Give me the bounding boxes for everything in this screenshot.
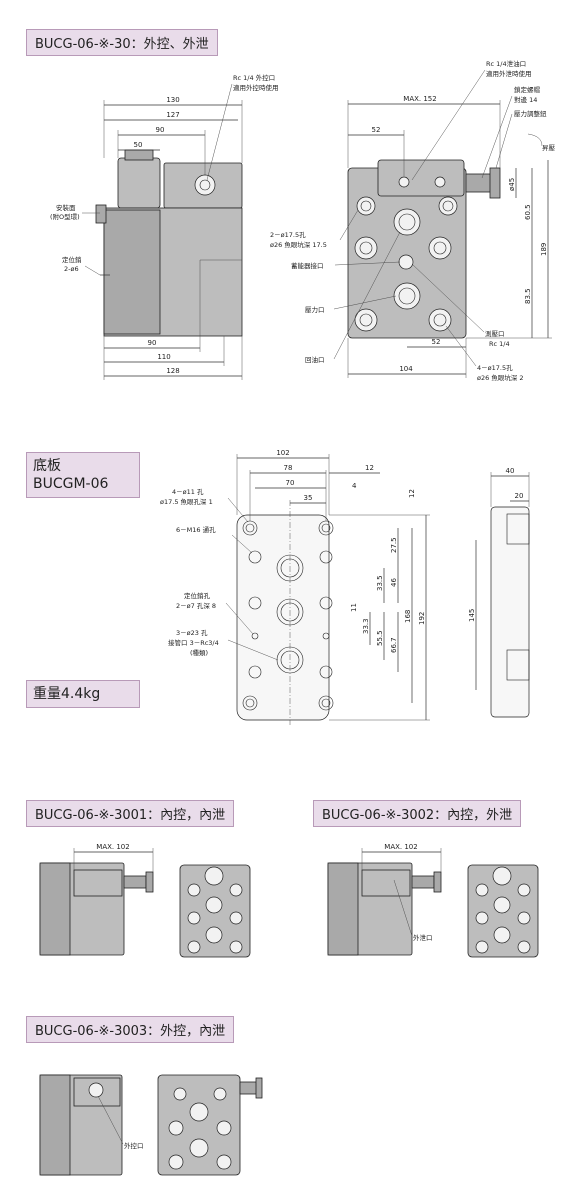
- label-base-m16: 6－M16 通孔: [176, 525, 216, 534]
- dim-40: 40: [506, 467, 515, 475]
- label-drain-note: 適用外泄時使用: [486, 69, 532, 78]
- label-pressure-knob: 壓力調整鈕: [514, 109, 547, 118]
- dim-102: 102: [276, 449, 289, 457]
- label-return-port: 回油口: [305, 355, 325, 364]
- pressure-knob: [489, 167, 501, 199]
- label-base-h4: 4－ø11 孔: [172, 488, 204, 496]
- section-title-main: BUCG-06-※-30：外控、外泄: [26, 29, 218, 56]
- dim-33-5: 33.5: [376, 575, 384, 591]
- dim-12-right: 12: [408, 489, 416, 498]
- 3002-max102: MAX. 102: [384, 843, 417, 851]
- base-plate-front: 102 78 70 35 12 4 192 168 12 27.5 46 33.…: [160, 449, 430, 725]
- dim-max152: MAX. 152: [403, 95, 436, 103]
- dim-27-5: 27.5: [390, 537, 398, 553]
- main-side-view: 130 127 90 50 90 110 128 Rc 1/4 外控口 適用外控…: [50, 73, 279, 380]
- label-holes-4: 4－ø17.5孔: [477, 364, 513, 372]
- 3001-max102: MAX. 102: [96, 843, 129, 851]
- dim-55-5: 55.5: [376, 630, 384, 646]
- label-holes-4-cb: ø26 魚眼坑深 2: [477, 373, 524, 382]
- mount-face-tab: [95, 204, 107, 224]
- dim-78: 78: [284, 464, 293, 472]
- dim-189: 189: [540, 243, 548, 256]
- dim-50: 50: [134, 141, 143, 149]
- dim-20: 20: [515, 492, 524, 500]
- base-plate-side: 40 20 145: [468, 467, 530, 718]
- label-lock-nut: 鎖定螺帽: [514, 85, 541, 94]
- label-drain: Rc 1/4泄油口: [486, 59, 526, 68]
- label-base-pipe: 接管口 3－Rc3/4: [168, 638, 219, 647]
- dim-90-bottom: 90: [148, 339, 157, 347]
- dim-192: 192: [418, 612, 426, 625]
- dim-128: 128: [166, 367, 179, 375]
- pilot-head: [117, 157, 161, 209]
- dim-70: 70: [286, 479, 295, 487]
- label-base-pipe-note: (種類): [190, 648, 208, 657]
- label-holes-2-cb: ø26 魚眼坑深 17.5: [270, 240, 327, 249]
- pilot-cap: [124, 149, 154, 161]
- label-base-pin-qty: 2－ø7 孔深 8: [176, 601, 216, 610]
- label-holes-2: 2－ø17.5孔: [270, 231, 306, 239]
- dim-104: 104: [399, 365, 413, 373]
- dim-66-7: 66.7: [390, 637, 398, 653]
- label-raise: 昇壓: [542, 144, 556, 152]
- label-pressure-port: 壓力口: [305, 305, 325, 314]
- base-title-cn: 底板: [33, 458, 61, 474]
- dim-60-5: 60.5: [524, 204, 532, 220]
- drawing-3001: MAX. 102: [39, 843, 251, 958]
- label-vent-size: Rc 1/4: [489, 340, 510, 348]
- section-title-3001: BUCG-06-※-3001：內控，內泄: [26, 800, 235, 827]
- drawing-3002: MAX. 102 外泄口: [327, 843, 539, 958]
- dim-12-top: 12: [365, 464, 374, 472]
- main-front-view: MAX. 152 52 52 104 ø45 60.5 189 83.5 Rc …: [270, 59, 556, 382]
- dim-110: 110: [157, 353, 170, 361]
- dim-145: 145: [468, 609, 476, 622]
- label-mount-face: 安裝面: [56, 203, 76, 212]
- label-ext-pilot-note: 適用外控時使用: [233, 83, 279, 92]
- dim-o45: ø45: [508, 178, 516, 191]
- base-title-model: BUCGM-06: [33, 476, 109, 492]
- dim-52-top: 52: [372, 126, 381, 134]
- 3002-ext-drain: 外泄口: [413, 933, 433, 942]
- label-base-h4-cb: ø17.5 魚眼孔深 1: [160, 497, 213, 506]
- label-accumulator: 蓄能器接口: [291, 261, 324, 270]
- section-title-3002: BUCG-06-※-3002：內控，外泄: [313, 800, 522, 827]
- label-base-h3: 3－ø23 孔: [176, 629, 208, 637]
- 3003-ext-pilot: 外控口: [124, 1141, 144, 1150]
- dim-130: 130: [166, 96, 179, 104]
- dim-11: 11: [350, 603, 358, 612]
- dim-127: 127: [166, 111, 179, 119]
- dim-33-3: 33.3: [362, 618, 370, 634]
- label-ext-pilot: Rc 1/4 外控口: [233, 73, 275, 82]
- base-weight-box: 重量4.4kg: [26, 680, 140, 708]
- dim-52-bottom: 52: [432, 338, 441, 346]
- dim-35: 35: [304, 494, 313, 502]
- dim-168: 168: [404, 610, 412, 623]
- label-locating-pin-qty: 2-ø6: [64, 265, 79, 273]
- label-base-pin: 定位銷孔: [184, 591, 211, 600]
- dim-46: 46: [390, 578, 398, 587]
- label-vent-port: 測壓口: [485, 329, 505, 338]
- label-oring: (附O型環): [50, 212, 80, 221]
- label-locating-pin: 定位銷: [62, 255, 82, 264]
- dim-83-5: 83.5: [524, 288, 532, 304]
- dim-90-top: 90: [156, 126, 165, 134]
- drawing-3003: 外控口: [39, 1074, 263, 1176]
- base-title-box: 底板 BUCGM-06: [26, 452, 140, 498]
- dim-4: 4: [352, 482, 357, 490]
- section-title-3003: BUCG-06-※-3003：外控，內泄: [26, 1016, 235, 1043]
- base-side-outline: [490, 506, 530, 718]
- label-wrench: 對邊 14: [514, 95, 537, 104]
